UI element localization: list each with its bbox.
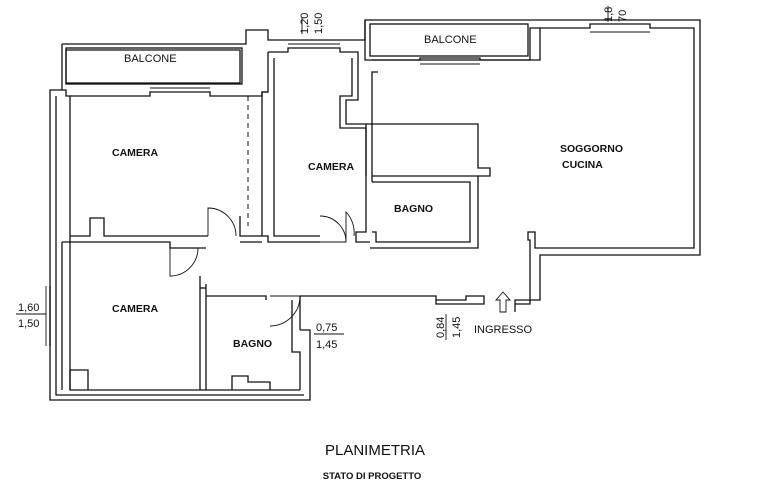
cucina-label: CUCINA — [562, 159, 603, 171]
dim-entry-right: 1,45 — [451, 317, 463, 338]
camera-center-label: CAMERA — [308, 161, 354, 173]
dim-bagno-lower: 1,45 — [316, 339, 337, 351]
dim-top-center-lower: 1,50 — [313, 13, 325, 34]
bagno-bottom-label: BAGNO — [233, 338, 272, 350]
dim-left-upper: 1,60 — [18, 302, 39, 314]
bagno-center-label: BAGNO — [394, 203, 433, 215]
camera-center-walls — [261, 43, 378, 243]
camera-top-left-walls — [62, 96, 262, 249]
balcone-left-label: BALCONE — [124, 53, 177, 65]
lower-walls — [45, 242, 485, 390]
dim-left-lower: 1,50 — [18, 318, 39, 330]
balcone-right-box — [369, 23, 529, 57]
door-swings — [169, 207, 355, 327]
dim-entry-left: 0,84 — [435, 317, 447, 338]
balcone-left-box — [65, 47, 243, 85]
dimension-lines — [16, 6, 609, 340]
plan-title: PLANIMETRIA — [325, 442, 425, 459]
entrance-arrow-icon — [495, 291, 511, 313]
soggiorno-label: SOGGORNO — [560, 143, 623, 155]
balcone-right-label: BALCONE — [424, 34, 477, 46]
outer-walls — [49, 19, 701, 401]
dim-bagno-upper: 0,75 — [316, 322, 337, 334]
camera-bottom-left-label: CAMERA — [112, 303, 158, 315]
dim-top-right-lower: 70 — [617, 10, 629, 22]
dim-top-center-upper: 1,20 — [299, 13, 311, 34]
camera-top-left-label: CAMERA — [112, 147, 158, 159]
dim-top-right-upper: 1,8 — [603, 7, 615, 22]
plan-subtitle: STATO DI PROGETTO — [323, 471, 422, 482]
bagno-center-walls — [365, 123, 491, 249]
ingresso-label: INGRESSO — [474, 324, 533, 336]
